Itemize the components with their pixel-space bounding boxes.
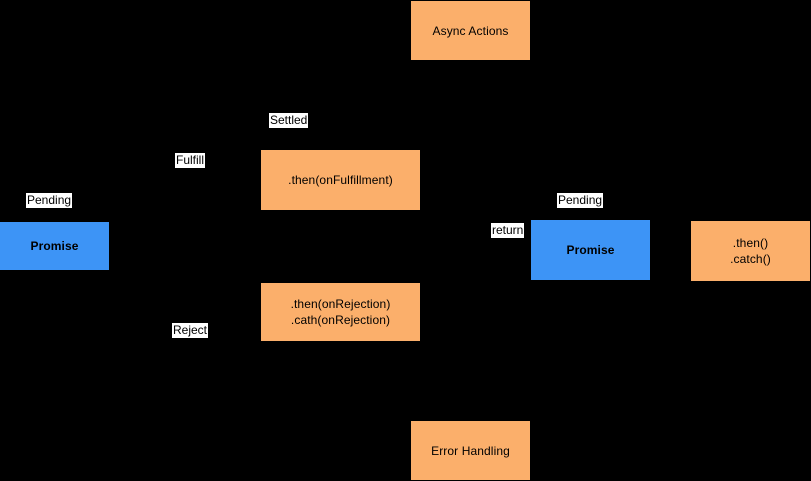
node-label-line2: .catch() [730, 252, 771, 266]
node-promise-right[interactable]: Promise [531, 220, 650, 280]
node-label: Promise [30, 239, 79, 253]
edge-label-fulfill: Fulfill [175, 153, 206, 168]
edge-label-settled: Settled [269, 113, 309, 128]
node-then-on-rejection[interactable]: .then(onRejection) .cath(onRejection) [261, 283, 420, 341]
node-label-line1: .then() [732, 236, 769, 250]
node-then-catch[interactable]: .then() .catch() [691, 221, 810, 281]
edge-label-reject: Reject [172, 323, 209, 338]
node-error-handling[interactable]: Error Handling [411, 421, 530, 480]
node-label: Async Actions [432, 23, 509, 38]
edge-label-pending-right: Pending [557, 193, 604, 208]
node-label: .then(onFulfillment) [288, 173, 393, 187]
node-label: Error Handling [431, 443, 510, 458]
node-label: Promise [566, 243, 615, 257]
node-label-line2: .cath(onRejection) [290, 313, 391, 327]
node-then-on-fulfillment[interactable]: .then(onFulfillment) [261, 150, 420, 210]
node-async-actions[interactable]: Async Actions [411, 1, 530, 60]
edge-label-return: return [491, 223, 525, 238]
node-label-line1: .then(onRejection) [290, 297, 391, 311]
edge-label-pending-left: Pending [26, 193, 73, 208]
node-promise-left[interactable]: Promise [0, 222, 109, 270]
